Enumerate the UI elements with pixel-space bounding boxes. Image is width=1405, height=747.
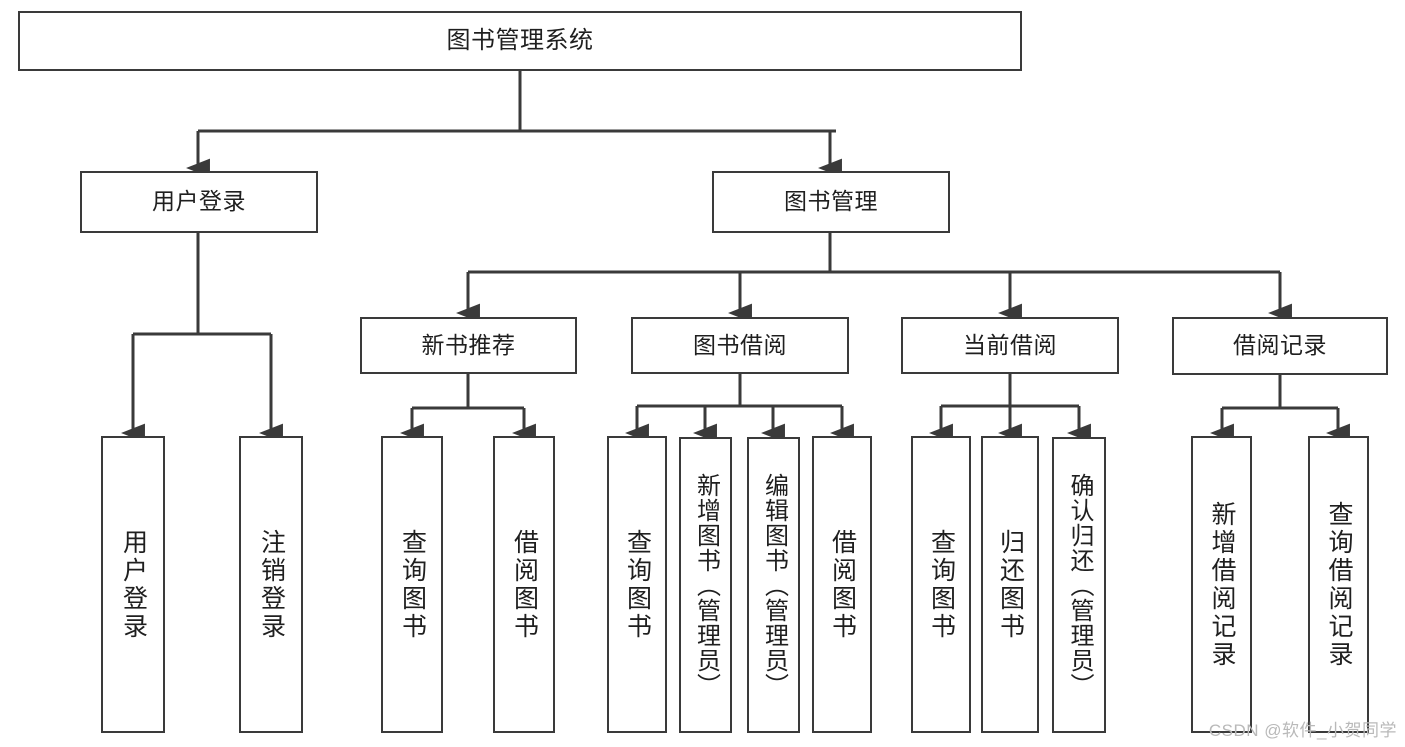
- node-label: 新增图书（管理员）: [692, 472, 720, 698]
- node-leaf-query-borrow-record[interactable]: 查询借阅记录: [1308, 436, 1369, 733]
- node-label: 借阅记录: [1233, 332, 1327, 359]
- node-root-system[interactable]: 图书管理系统: [18, 11, 1022, 71]
- node-label: 当前借阅: [963, 331, 1057, 358]
- node-label: 归还图书: [996, 528, 1025, 641]
- node-leaf-query-book-current[interactable]: 查询图书: [911, 436, 971, 733]
- node-label: 图书借阅: [693, 331, 787, 358]
- node-leaf-logout[interactable]: 注销登录: [239, 436, 303, 733]
- node-label: 图书管理系统: [446, 26, 594, 54]
- node-user-login[interactable]: 用户登录: [80, 171, 318, 233]
- node-label: 新书推荐: [421, 331, 516, 358]
- node-label: 图书管理: [784, 188, 878, 215]
- node-leaf-lend-book[interactable]: 借阅图书: [812, 436, 872, 733]
- node-leaf-query-book-borrow[interactable]: 查询图书: [607, 436, 667, 733]
- node-leaf-user-login[interactable]: 用户登录: [101, 436, 165, 733]
- node-leaf-add-borrow-record[interactable]: 新增借阅记录: [1191, 436, 1252, 733]
- node-label: 编辑图书（管理员）: [760, 472, 788, 698]
- node-label: 用户登录: [152, 188, 246, 215]
- watermark-text: CSDN @软件_小贺同学: [1208, 721, 1397, 740]
- node-current-borrow[interactable]: 当前借阅: [901, 317, 1119, 374]
- node-label: 查询借阅记录: [1325, 500, 1353, 669]
- node-borrow-record[interactable]: 借阅记录: [1172, 317, 1388, 375]
- node-leaf-add-book-admin[interactable]: 新增图书（管理员）: [679, 437, 732, 733]
- node-leaf-edit-book-admin[interactable]: 编辑图书（管理员）: [747, 437, 800, 733]
- node-new-book-recommend[interactable]: 新书推荐: [360, 317, 577, 374]
- node-leaf-borrow-book-newbook[interactable]: 借阅图书: [493, 436, 555, 733]
- node-book-management[interactable]: 图书管理: [712, 171, 950, 233]
- node-label: 确认归还（管理员）: [1066, 472, 1093, 698]
- node-label: 新增借阅记录: [1208, 500, 1236, 669]
- node-leaf-confirm-return-admin[interactable]: 确认归还（管理员）: [1052, 437, 1106, 733]
- node-label: 用户登录: [119, 528, 148, 641]
- node-label: 借阅图书: [510, 528, 539, 641]
- node-book-borrow[interactable]: 图书借阅: [631, 317, 849, 374]
- node-label: 注销登录: [257, 528, 286, 641]
- node-leaf-return-book[interactable]: 归还图书: [981, 436, 1039, 733]
- node-label: 借阅图书: [828, 528, 857, 641]
- node-leaf-query-book-newbook[interactable]: 查询图书: [381, 436, 443, 733]
- node-label: 查询图书: [398, 528, 427, 641]
- node-label: 查询图书: [623, 528, 652, 641]
- node-label: 查询图书: [927, 528, 956, 641]
